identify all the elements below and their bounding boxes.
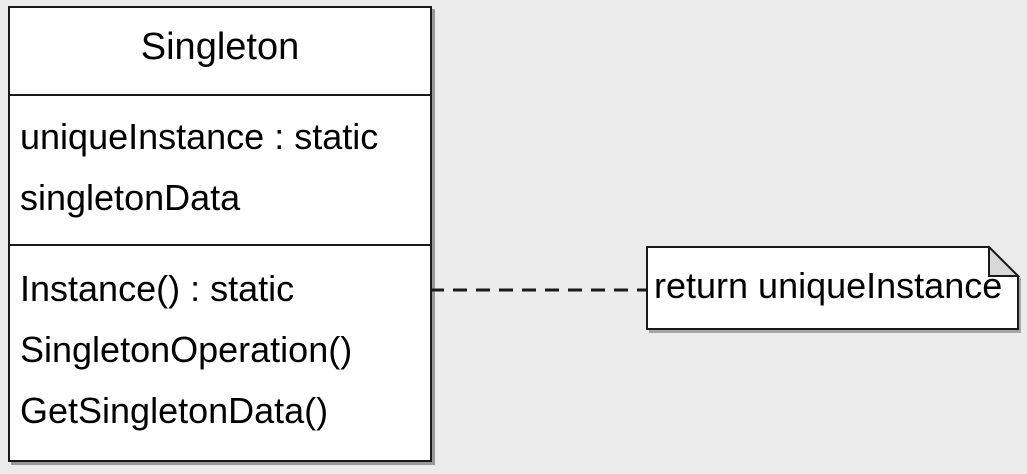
attribute-unique-instance: uniqueInstance : static — [20, 116, 379, 157]
operations-compartment: Instance() : static SingletonOperation()… — [10, 246, 430, 441]
class-name-compartment: Singleton — [10, 8, 430, 96]
operation-singleton-operation: SingletonOperation() — [20, 329, 353, 370]
note-box[interactable]: return uniqueInstance — [646, 246, 1021, 333]
singleton-class-box[interactable]: Singleton uniqueInstance : static single… — [8, 6, 432, 462]
note-body — [646, 246, 1019, 330]
note-text: return uniqueInstance — [654, 265, 1003, 306]
class-name: Singleton — [140, 25, 300, 68]
operation-instance: Instance() : static — [20, 268, 295, 309]
attributes-compartment: uniqueInstance : static singletonData — [10, 96, 430, 246]
note-fold-corner — [988, 246, 1021, 277]
note-shape — [646, 246, 1021, 333]
attribute-singleton-data: singletonData — [20, 177, 241, 218]
operation-get-singleton-data: GetSingletonData() — [20, 390, 329, 431]
